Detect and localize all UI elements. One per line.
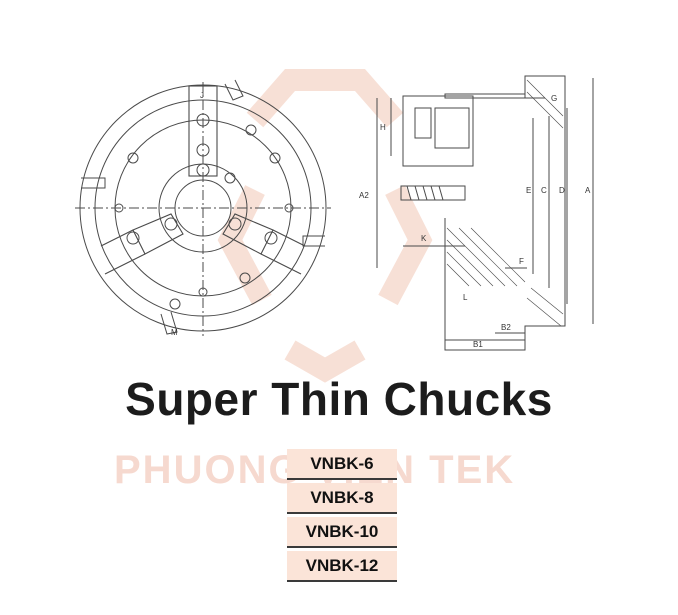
label-d: D xyxy=(559,186,565,195)
label-c: C xyxy=(541,186,547,195)
page-title: Super Thin Chucks xyxy=(125,373,553,425)
model-item: VNBK-12 xyxy=(287,551,397,582)
label-f: F xyxy=(519,257,524,266)
label-e: E xyxy=(526,186,531,195)
model-list: VNBK-6 VNBK-8 VNBK-10 VNBK-12 xyxy=(287,449,397,585)
model-item: VNBK-8 xyxy=(287,483,397,514)
label-a2: A2 xyxy=(359,191,369,200)
label-a: A xyxy=(585,186,591,195)
model-item: VNBK-10 xyxy=(287,517,397,548)
label-h: H xyxy=(380,123,386,132)
label-b2: B2 xyxy=(501,323,511,332)
label-k: K xyxy=(421,234,427,243)
label-j: J xyxy=(200,91,204,100)
front-view-drawing: J M xyxy=(75,79,331,337)
label-m: M xyxy=(171,328,178,337)
label-g: G xyxy=(551,94,557,103)
side-view-drawing: G H A2 K E C D A F L B2 B1 xyxy=(359,75,594,351)
model-item: VNBK-6 xyxy=(287,449,397,480)
label-b1: B1 xyxy=(473,340,483,349)
label-l: L xyxy=(463,293,468,302)
